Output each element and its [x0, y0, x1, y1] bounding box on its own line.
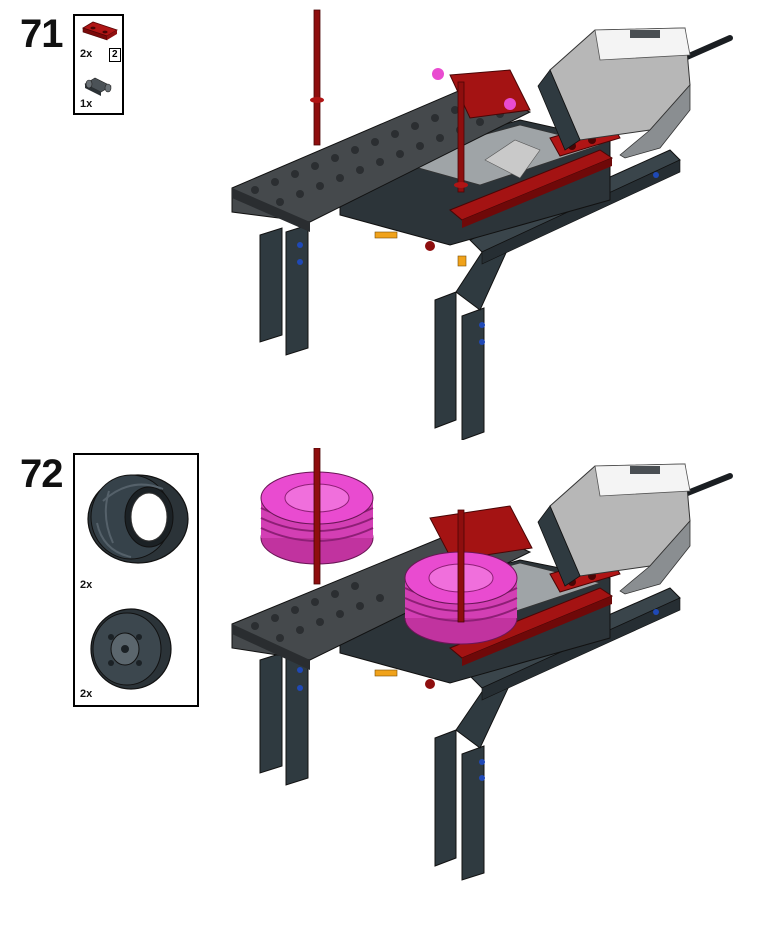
left-wheel	[260, 448, 374, 585]
motor-cable	[677, 35, 733, 63]
right-wheel	[404, 509, 518, 645]
step-71: 71 2x 2 1x	[0, 0, 768, 440]
large-motor	[537, 27, 691, 159]
rear-leg-beams	[259, 650, 309, 786]
length-badge: 2	[109, 48, 121, 62]
right-axle	[457, 81, 465, 193]
rear-leg-beams	[259, 224, 309, 356]
part-quantity: 2x	[80, 688, 93, 700]
front-leg-beams	[434, 679, 511, 881]
orange-pin	[374, 669, 398, 677]
step-number: 71	[20, 12, 63, 56]
motor-cable	[677, 473, 733, 499]
robot-assembly-illustration	[231, 448, 733, 881]
front-leg-beams	[434, 239, 511, 440]
red-beam-2-icon	[82, 21, 118, 41]
axle-pin-icon	[84, 77, 112, 96]
wheel-hub-icon	[90, 608, 172, 690]
top-plate	[231, 85, 532, 223]
part-quantity: 1x	[80, 98, 93, 110]
part-quantity: 2x	[80, 579, 93, 591]
magenta-pin	[432, 68, 444, 80]
left-axle	[313, 9, 321, 146]
parts-callout: 2x 2x	[73, 453, 199, 707]
step-number: 72	[20, 452, 63, 496]
tire-icon	[87, 474, 189, 564]
part-quantity: 2x	[80, 48, 93, 60]
large-motor	[537, 463, 691, 595]
parts-callout: 2x 2 1x	[73, 14, 124, 115]
magenta-pin	[504, 98, 516, 110]
robot-assembly-illustration	[231, 9, 733, 440]
orange-pin	[374, 231, 398, 239]
step-72: 72 2x 2x	[0, 440, 768, 944]
